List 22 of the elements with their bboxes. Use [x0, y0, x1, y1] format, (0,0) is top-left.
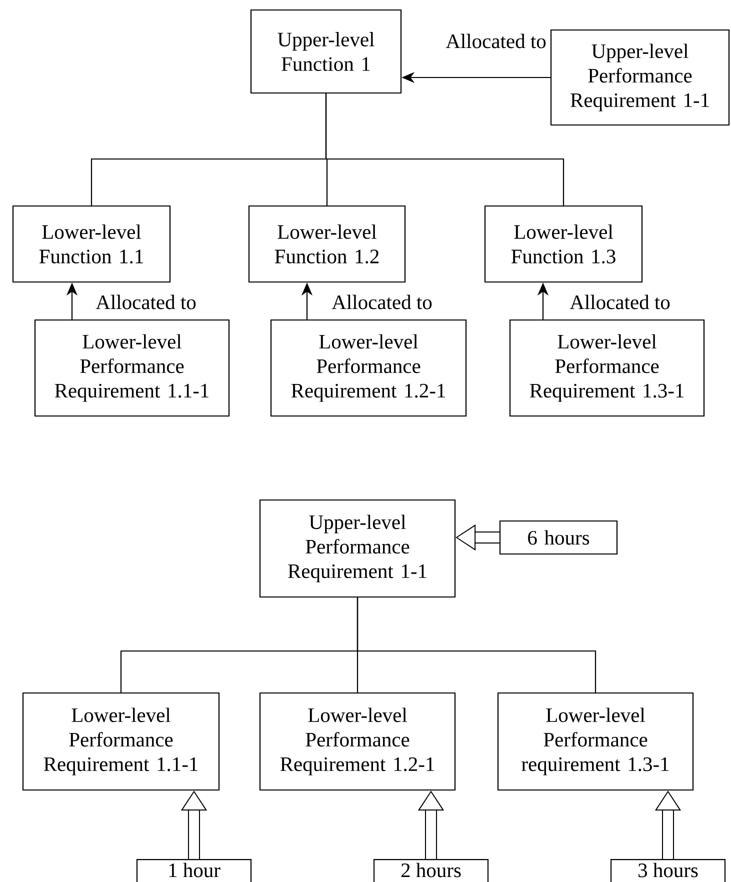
edge-label: Allocated to: [568, 294, 672, 310]
process-box: 1 hour: [136, 859, 252, 882]
connector-line: [356, 598, 596, 692]
process-box: 2 hours: [373, 859, 489, 882]
edge-label: Allocated to: [330, 294, 434, 310]
process-box: 3 hours: [610, 859, 726, 882]
process-box: Lower-level Performance Requirement 1.1-1: [22, 692, 220, 791]
process-box: Lower-level Function 1.1: [12, 205, 171, 283]
process-box: Lower-level Performance Requirement 1.2-1: [270, 319, 467, 417]
connector-line: [325, 94, 564, 206]
process-box: Upper-level Function 1: [250, 9, 402, 94]
process-box: Lower-level Function 1.2: [248, 205, 406, 283]
process-box: 6 hours: [499, 520, 618, 555]
process-box: Upper-level Performance Requirement 1-1: [550, 29, 730, 126]
process-box: Lower-level Performance Requirement 1.3-1: [509, 319, 705, 417]
process-box: Lower-level Performance requirement 1.3-1: [497, 692, 694, 791]
process-box: Lower-level Performance Requirement 1.1-1: [34, 319, 230, 417]
process-box: Lower-level Performance Requirement 1.2-1: [259, 692, 456, 791]
process-box: Upper-level Performance Requirement 1-1: [259, 499, 456, 598]
process-box: Lower-level Function 1.3: [484, 205, 643, 283]
edge-label: Allocated to: [94, 294, 198, 310]
edge-label: Allocated to: [444, 32, 548, 50]
